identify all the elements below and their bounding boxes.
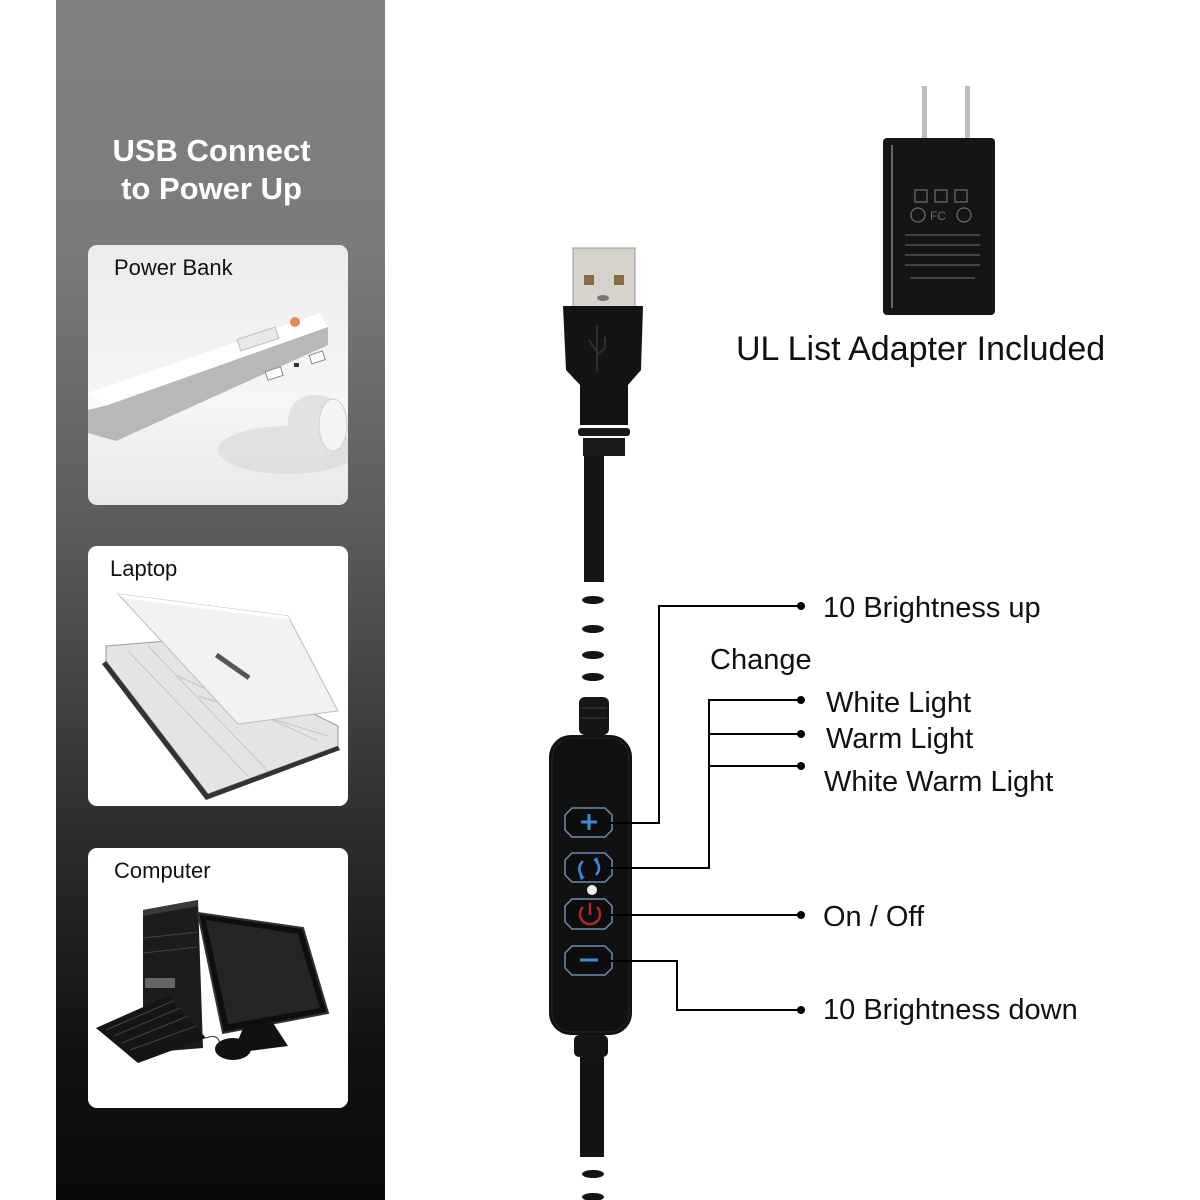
cable-break-dashes <box>582 596 604 1200</box>
white-warm-light-label: White Warm Light <box>824 766 1054 798</box>
power-bank-label: Power Bank <box>114 255 233 280</box>
white-light-label: White Light <box>826 687 972 719</box>
power-button[interactable] <box>564 898 613 930</box>
change-label: Change <box>710 644 812 676</box>
computer-card: Computer <box>88 848 348 1108</box>
laptop-card: Laptop <box>88 546 348 806</box>
laptop-label: Laptop <box>110 556 178 581</box>
laptop-icon <box>102 593 340 800</box>
adapter-caption: UL List Adapter Included <box>736 330 1106 368</box>
inline-controller <box>549 735 632 1035</box>
svg-text:FC: FC <box>930 209 946 223</box>
indicator-led <box>587 885 597 895</box>
callout-lines <box>607 605 800 1011</box>
brightness-down-button[interactable] <box>564 945 613 976</box>
warm-light-label: Warm Light <box>826 723 974 755</box>
desktop-computer-icon <box>96 900 330 1063</box>
on-off-label: On / Off <box>823 901 925 933</box>
change-color-button[interactable] <box>564 852 613 883</box>
usb-power-sources-panel: USB Connect to Power Up Power Bank <box>56 0 385 1200</box>
power-bank-icon <box>88 313 348 474</box>
computer-label: Computer <box>114 858 211 883</box>
title-line-2: to Power Up <box>121 171 302 206</box>
callout-dots <box>797 602 805 1014</box>
usb-plug-icon <box>563 247 643 582</box>
title-line-1: USB Connect <box>112 133 311 168</box>
panel-title: USB Connect to Power Up <box>56 132 367 208</box>
power-bank-card: Power Bank <box>88 245 348 505</box>
power-adapter-icon: FC <box>883 86 995 315</box>
brightness-up-label: 10 Brightness up <box>823 592 1041 624</box>
brightness-down-label: 10 Brightness down <box>823 994 1078 1026</box>
brightness-up-button[interactable] <box>564 807 613 838</box>
